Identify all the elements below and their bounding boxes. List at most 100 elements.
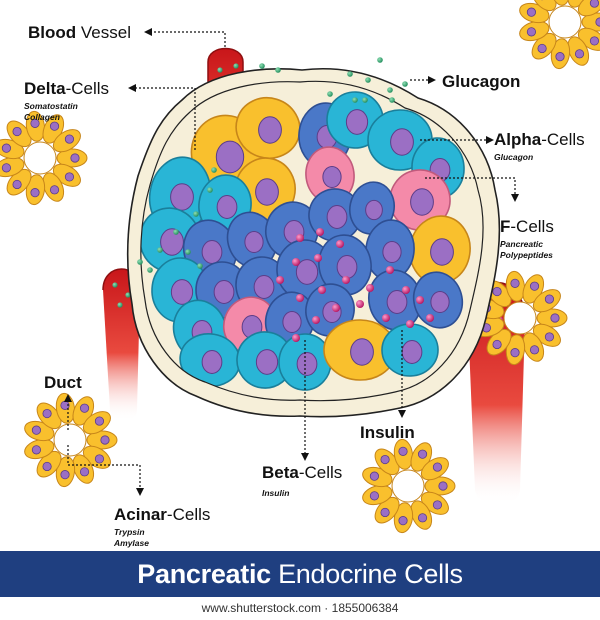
- glucagon-granule: [389, 97, 395, 103]
- label-duct: Duct: [44, 373, 82, 392]
- insulin-granule: [336, 240, 344, 248]
- acinar-nucleus: [529, 345, 540, 355]
- acinar-nucleus: [417, 513, 428, 523]
- acinar-nucleus: [380, 454, 390, 465]
- duct-lumen: [23, 141, 57, 175]
- acinar-rosette: [0, 110, 88, 206]
- label-beta-cells: Beta-Cells Insulin: [262, 464, 342, 499]
- f-cell: [305, 146, 355, 204]
- glucagon-granule: [137, 259, 143, 265]
- beta-bold: Beta: [262, 463, 299, 482]
- acinar-cell: [567, 0, 590, 8]
- blood-vessel-rest: Vessel: [76, 23, 131, 42]
- insulin-granule: [356, 300, 364, 308]
- insulin-granule: [312, 316, 320, 324]
- glucagon-granule: [275, 67, 281, 73]
- acinar-nucleus: [398, 516, 408, 526]
- acinar-nucleus: [64, 172, 75, 182]
- title-rest: Endocrine Cells: [270, 559, 463, 589]
- acinar-rosette: [519, 0, 600, 70]
- delta-bold: Delta: [24, 79, 66, 98]
- acinar-cell: [550, 0, 571, 6]
- glucagon-granule: [207, 187, 213, 193]
- f-sub-1: Pancreatic: [500, 239, 543, 249]
- insulin-granule: [342, 276, 350, 284]
- alpha-bold: Alpha: [494, 130, 542, 149]
- islet-cells: [140, 91, 471, 391]
- acinar-sub-1: Trypsin: [114, 527, 145, 537]
- delta-sub-1: Somatostatin: [24, 101, 78, 111]
- insulin-granule: [382, 314, 390, 322]
- label-acinar-cells: Acinar-Cells Trypsin Amylase: [114, 506, 210, 549]
- acinar-rosette: [24, 392, 118, 488]
- acinar-nucleus: [574, 49, 585, 59]
- acinar-nucleus: [544, 332, 555, 342]
- acinar-nucleus: [438, 481, 448, 491]
- insulin-granule: [332, 304, 340, 312]
- label-blood-vessel: Blood Vessel: [28, 24, 131, 42]
- acinar-nucleus: [60, 470, 70, 480]
- glucagon-granule: [197, 263, 203, 269]
- title-banner: Pancreatic Endocrine Cells: [0, 551, 600, 597]
- acinar-rest: -Cells: [166, 505, 211, 524]
- acinar-nucleus: [537, 43, 547, 54]
- leader-lines: [67, 31, 516, 490]
- delta-rest: -Cells: [65, 79, 110, 98]
- blood-vessel-left: [102, 268, 141, 422]
- label-delta-cells: Delta-Cells Somatostatin Collagen: [24, 80, 109, 123]
- acinar-nucleus: [79, 467, 90, 477]
- insulin-granule: [296, 234, 304, 242]
- alpha-cell: [236, 331, 294, 389]
- beta-cell: [368, 269, 422, 331]
- alpha-rest: -Cells: [541, 130, 585, 149]
- acinar-nucleus: [94, 454, 105, 464]
- glucagon-granule: [185, 249, 191, 255]
- insulin-granule: [406, 320, 414, 328]
- glucagon-granule: [347, 71, 353, 77]
- acinar-nucleus: [64, 134, 75, 144]
- f-sub-2: Polypeptides: [500, 250, 553, 260]
- label-f-cells: F-Cells Pancreatic Polypeptides: [500, 218, 554, 261]
- blood-vessel-bold: Blood: [28, 23, 77, 42]
- acinar-nucleus: [49, 185, 60, 195]
- glucagon-granule: [362, 97, 368, 103]
- acinar-nucleus: [380, 507, 390, 518]
- acinar-nucleus: [510, 348, 520, 358]
- hormone-granules: [137, 57, 434, 342]
- acinar-nucleus: [526, 7, 537, 17]
- title-bold: Pancreatic: [137, 559, 271, 589]
- delta-sub-2: Collagen: [24, 112, 60, 122]
- glucagon-granule: [327, 91, 333, 97]
- glucagon-granule: [402, 81, 408, 87]
- acinar-nucleus: [529, 281, 540, 291]
- acinar-nucleus: [550, 313, 560, 323]
- insulin-granule: [416, 296, 424, 304]
- footer-credit: www.shutterstock.com · 1855006384: [201, 601, 399, 615]
- label-alpha-cells: Alpha-Cells Glucagon: [494, 131, 585, 163]
- acinar-nucleus: [30, 118, 40, 128]
- insulin-granule: [402, 286, 410, 294]
- glucagon-granule: [365, 77, 371, 83]
- acinar-nucleus: [369, 471, 380, 481]
- page-title: Pancreatic Endocrine Cells: [137, 559, 463, 589]
- acinar-nucleus: [94, 416, 105, 426]
- insulin-granule: [386, 266, 394, 274]
- acinar-nucleus: [555, 52, 565, 62]
- beta-sub-1: Insulin: [262, 488, 290, 498]
- acinar-nucleus: [544, 294, 555, 304]
- acinar-nucleus: [398, 446, 408, 456]
- acinar-rosettes: [0, 0, 600, 534]
- acinar-nucleus: [492, 286, 502, 297]
- acinar-rosette: [362, 438, 456, 534]
- glucagon-granule: [259, 63, 265, 69]
- islet: [126, 57, 501, 418]
- glucagon-granule: [211, 167, 217, 173]
- delta-cell: [235, 97, 301, 159]
- acinar-cell: [531, 0, 557, 12]
- duct-lumen: [503, 301, 537, 335]
- insulin-granule: [314, 254, 322, 262]
- acinar-nucleus: [49, 121, 60, 131]
- f-bold: F: [500, 217, 511, 236]
- delta-cell: [323, 319, 397, 381]
- acinar-nucleus: [432, 462, 443, 472]
